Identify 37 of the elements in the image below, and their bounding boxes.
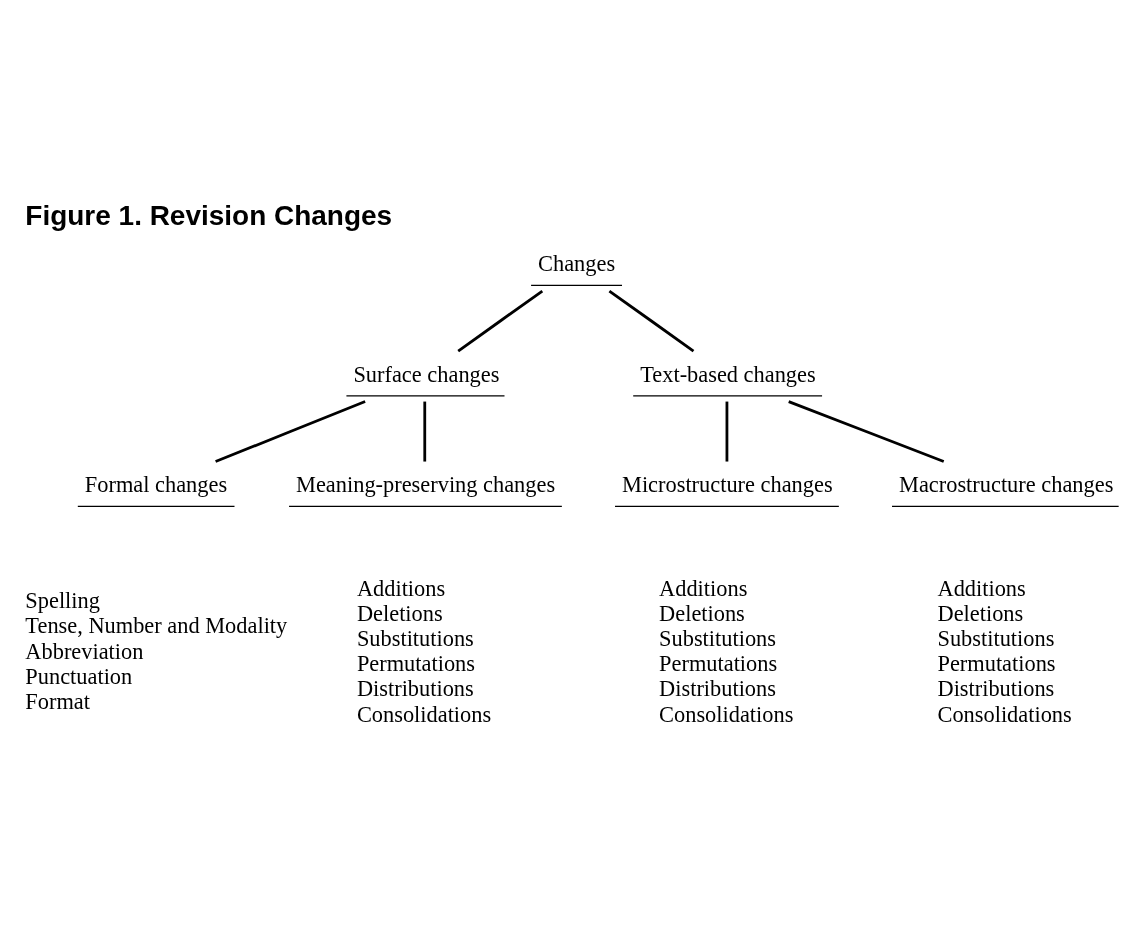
node-text: Changes xyxy=(538,250,616,276)
connector xyxy=(608,289,695,352)
node-text: Meaning-preserving changes xyxy=(296,471,556,497)
connector xyxy=(788,399,945,463)
node-label: Permutations xyxy=(659,650,778,676)
node-text: Microstructure changes xyxy=(622,471,833,497)
node-text: Formal changes xyxy=(84,471,228,497)
node-label: Distributions xyxy=(659,675,776,701)
node-label: Deletions xyxy=(356,600,443,626)
connector xyxy=(423,401,427,462)
node-label: Abbreviation xyxy=(25,638,144,664)
node-label: Format xyxy=(25,688,90,714)
node-label: Consolidations xyxy=(659,701,794,727)
node-label: Additions xyxy=(356,575,446,601)
node-label: Consolidations xyxy=(937,701,1072,727)
node-label: Distributions xyxy=(356,675,474,701)
node-label: Additions xyxy=(937,575,1026,601)
node-label: Tense, Number and Modality xyxy=(25,612,288,638)
node-label: Permutations xyxy=(356,650,475,676)
connector xyxy=(457,289,544,352)
node-label: Distributions xyxy=(937,675,1055,701)
connector xyxy=(215,399,366,463)
diagram-title: Figure 1. Revision Changes xyxy=(25,199,393,231)
node-label: Deletions xyxy=(659,600,745,626)
node-label: Substitutions xyxy=(937,625,1055,651)
connector xyxy=(725,401,729,462)
node-label: Additions xyxy=(659,575,748,601)
node-label: Substitutions xyxy=(659,625,776,651)
node-label: Substitutions xyxy=(356,625,474,651)
node-label: Punctuation xyxy=(25,663,133,689)
node-label: Consolidations xyxy=(356,701,492,727)
node-text: Surface changes xyxy=(353,361,500,387)
node-label: Spelling xyxy=(25,587,100,613)
node-text: Text-based changes xyxy=(640,361,816,387)
node-label: Deletions xyxy=(937,600,1024,626)
node-label: Permutations xyxy=(937,650,1056,676)
node-text: Macrostructure changes xyxy=(899,471,1114,497)
